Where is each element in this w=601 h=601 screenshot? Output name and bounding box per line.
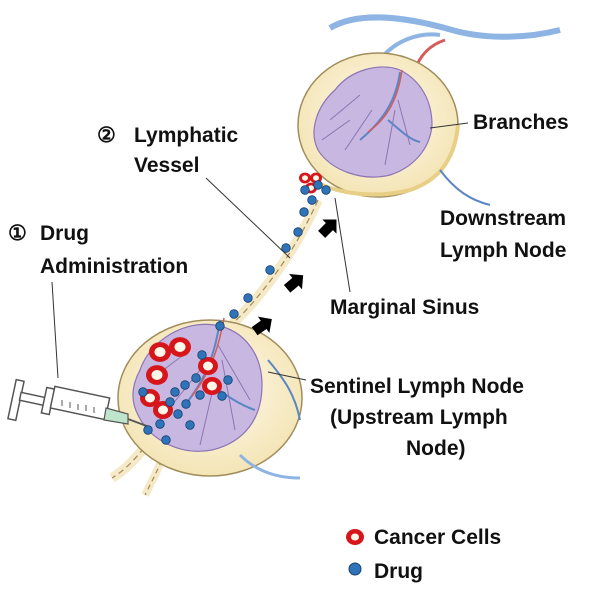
step1-marker: ① <box>8 222 27 245</box>
step1-label-line1: Drug <box>40 222 89 245</box>
cancer-cells-group <box>140 172 322 419</box>
drug-particle <box>155 419 165 429</box>
drug-particle <box>170 387 180 397</box>
cancer-cell <box>202 377 222 395</box>
drug-particle <box>195 390 205 400</box>
step1-label-line2: Administration <box>40 255 188 278</box>
cancer-cell <box>299 172 311 184</box>
drug-particle <box>165 397 175 407</box>
legend-cancer-cells-label: Cancer Cells <box>374 526 501 549</box>
legend-drug-icon <box>348 562 362 576</box>
drug-particle <box>180 380 190 390</box>
drug-particle <box>321 185 331 195</box>
drug-particle <box>215 321 225 331</box>
branches-label: Branches <box>473 111 569 134</box>
legend-cancer-cell-icon <box>346 529 364 545</box>
downstream-lymph-node <box>297 14 561 206</box>
drug-particle <box>138 387 148 397</box>
cancer-cell <box>153 401 173 419</box>
legend: Cancer Cells Drug <box>346 526 501 583</box>
cancer-cell <box>146 365 168 385</box>
drug-particle <box>217 391 227 401</box>
drug-particles-group <box>138 180 331 445</box>
drug-particle <box>307 195 317 205</box>
drug-particle <box>143 425 153 435</box>
drug-particle <box>265 265 275 275</box>
cancer-cell <box>149 342 171 362</box>
leader-lines <box>51 122 469 381</box>
step2-marker: ② <box>97 124 116 147</box>
sentinel-label-line2: (Upstream Lymph <box>330 406 508 429</box>
drug-particle <box>173 409 183 419</box>
drug-particle <box>243 293 253 303</box>
drug-particle <box>181 399 191 409</box>
annotations: ② Lymphatic Vessel ① Drug Administration… <box>8 111 569 460</box>
flow-arrow-icon <box>283 274 304 293</box>
drug-particle <box>229 309 239 319</box>
drug-particle <box>191 373 201 383</box>
drug-particle <box>300 185 310 195</box>
flow-arrow-icon <box>251 316 272 336</box>
step2-label-line1: Lymphatic <box>134 124 239 147</box>
cancer-cell <box>169 337 191 357</box>
drug-particle <box>281 243 291 253</box>
flow-arrow-icon <box>318 219 337 238</box>
marginal-sinus-label: Marginal Sinus <box>330 296 479 319</box>
drug-particle <box>185 420 195 430</box>
step2-label-line2: Vessel <box>134 154 199 177</box>
sentinel-label-line1: Sentinel Lymph Node <box>310 375 524 398</box>
flow-arrows <box>251 219 337 336</box>
drug-particle <box>313 180 323 190</box>
downstream-label-line2: Lymph Node <box>440 239 566 262</box>
drug-particle <box>223 375 233 385</box>
sentinel-label-line3: Node) <box>406 437 466 460</box>
drug-particle <box>197 350 207 360</box>
legend-drug-label: Drug <box>374 560 423 583</box>
drug-particle <box>299 207 309 217</box>
downstream-label-line1: Downstream <box>440 207 566 230</box>
cancer-cell <box>198 357 218 375</box>
drug-particle <box>293 227 303 237</box>
drug-particle <box>161 435 171 445</box>
